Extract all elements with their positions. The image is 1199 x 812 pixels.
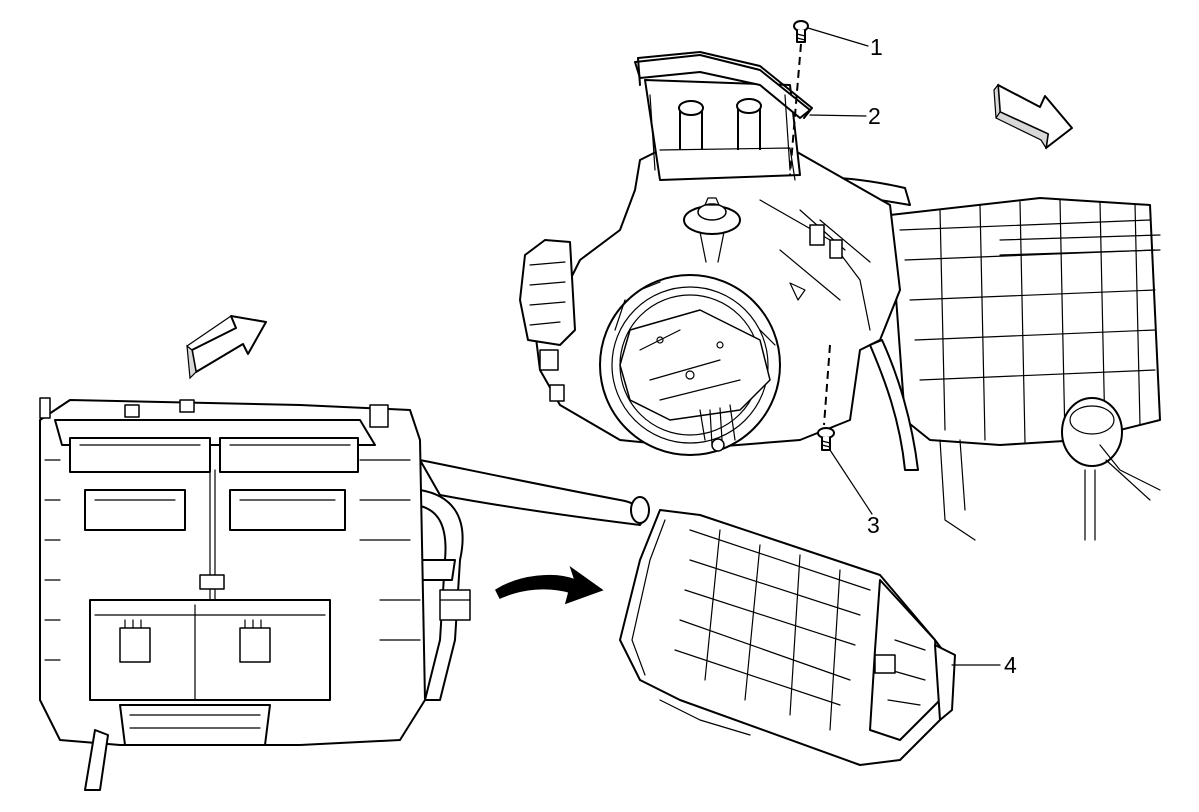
removal-direction-arrow-icon <box>495 566 604 605</box>
screw-alignment-line <box>789 43 802 176</box>
hvac-case-lower-left <box>39 397 650 791</box>
forward-direction-arrow-icon <box>186 315 267 380</box>
removed-housing-part <box>619 509 956 766</box>
callout-2-label: 2 <box>868 103 881 129</box>
callout-leader-lines <box>807 27 1001 666</box>
screw-fastener-icon <box>793 20 809 43</box>
seal-gasket-part <box>637 51 813 119</box>
callout-3-label: 3 <box>867 512 880 538</box>
hvac-case-upper-assembly <box>519 54 1161 541</box>
callout-4-label: 4 <box>1004 652 1017 678</box>
screw-fastener-icon <box>817 427 835 451</box>
callout-1-label: 1 <box>870 34 883 60</box>
forward-direction-arrow-icon <box>993 83 1073 150</box>
